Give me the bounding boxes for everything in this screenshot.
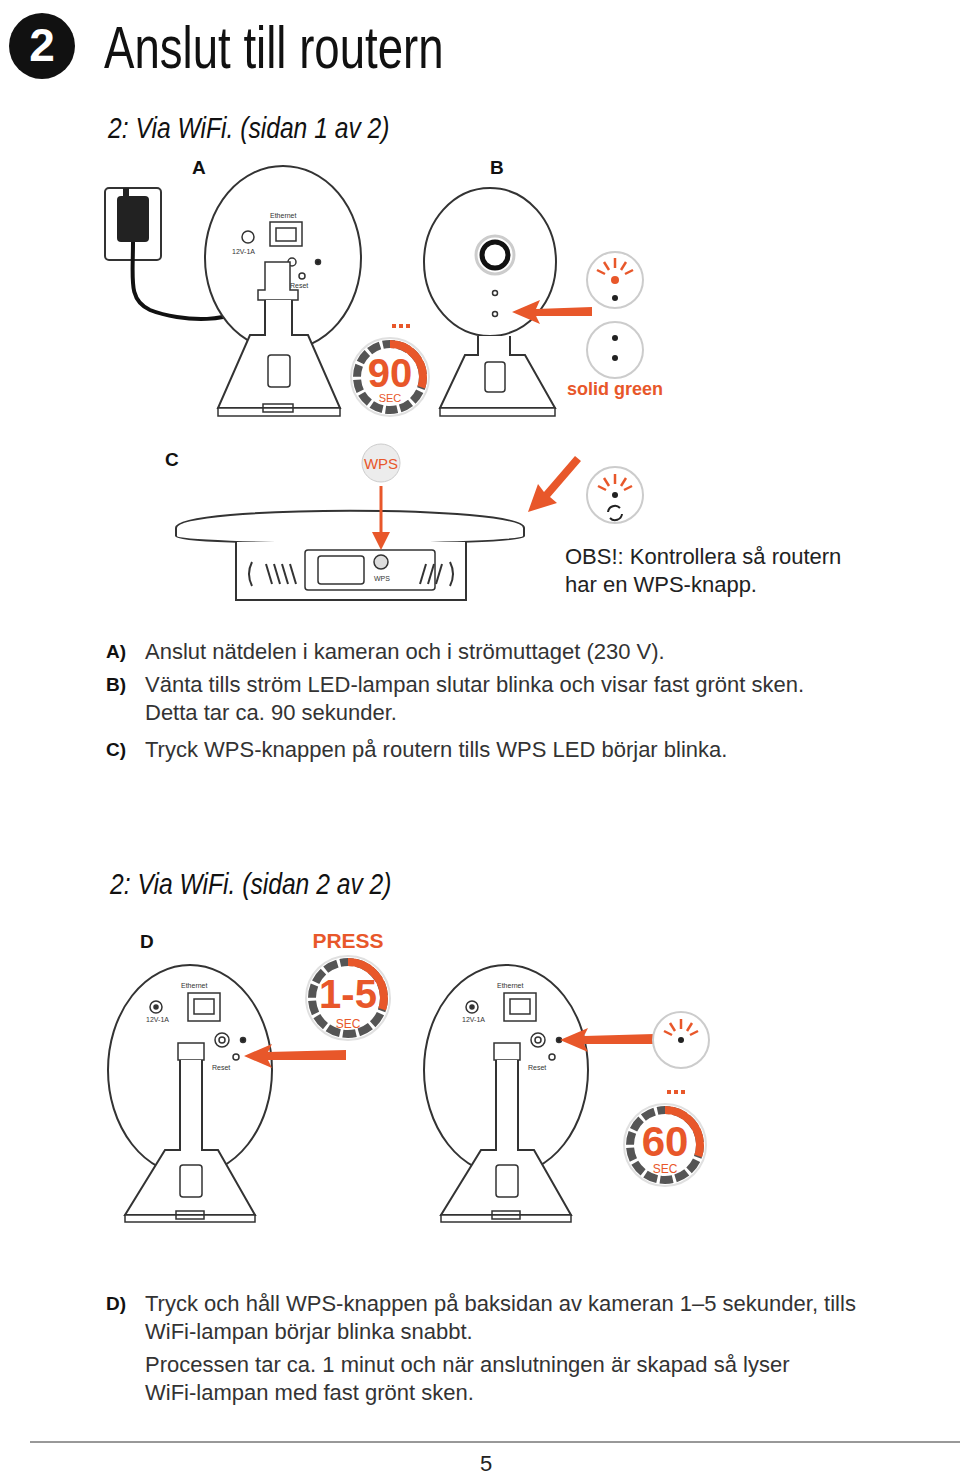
port-label: Ethernet <box>497 982 523 991</box>
section-heading: 2: Via WiFi. (sidan 1 av 2) <box>108 110 390 146</box>
step-text: Tryck WPS-knappen på routern tills WPS L… <box>145 736 865 764</box>
step-text: Tryck och håll WPS-knappen på baksidan a… <box>145 1290 865 1345</box>
camera-back-d <box>424 965 588 1222</box>
port-label: Ethernet <box>270 212 296 221</box>
section-heading: 2: Via WiFi. (sidan 2 av 2) <box>110 866 392 902</box>
panel-letter: C <box>165 448 179 472</box>
button-label: Reset <box>528 1064 546 1073</box>
node-label: WPS <box>361 456 401 471</box>
button-label: Reset <box>212 1064 230 1073</box>
node-sublabel: SEC <box>298 1018 398 1030</box>
port-label: 12V-1A <box>462 1016 485 1025</box>
timer-badge: 60SEC <box>623 1103 707 1187</box>
node-sublabel: SEC <box>623 1163 707 1175</box>
node-label: 2 <box>8 22 76 68</box>
node-label: 90 <box>350 353 430 393</box>
port-label: 12V-1A <box>146 1016 169 1025</box>
node-sublabel: 1-5 <box>298 974 398 1014</box>
page-title: Anslut till routern <box>104 10 444 85</box>
panel-letter: A <box>192 156 206 180</box>
port-label: 12V-1A <box>232 248 255 257</box>
step-letter: A) <box>106 640 126 664</box>
button-label: Reset <box>290 282 308 291</box>
wps-callout: WPS <box>361 443 401 483</box>
port-label: Ethernet <box>181 982 207 991</box>
button-label: WPS <box>374 575 390 584</box>
press-timer: PRESS 1-5SEC <box>298 928 398 1048</box>
status-label: solid green <box>567 378 663 401</box>
panel-letter: B <box>490 156 504 180</box>
step-text: Processen tar ca. 1 minut och när anslut… <box>145 1351 845 1406</box>
node-sublabel: SEC <box>350 393 430 404</box>
node-label: PRESS <box>298 930 398 951</box>
step-letter: D) <box>106 1292 126 1316</box>
step-letter: B) <box>106 673 126 697</box>
note-text: OBS!: Kontrollera så routern har en WPS-… <box>565 543 860 598</box>
step-text: Vänta tills ström LED-lampan slutar blin… <box>145 671 835 726</box>
camera-back-d <box>108 965 272 1222</box>
step-letter: C) <box>106 738 126 762</box>
step-text: Anslut nätdelen i kameran och i strömutt… <box>145 638 865 666</box>
camera-back-a <box>105 166 361 416</box>
page-number: 5 <box>480 1450 492 1477</box>
timer-badge: 90SEC <box>350 337 430 417</box>
panel-letter: D <box>140 930 154 954</box>
step-badge: 2 <box>8 12 76 80</box>
node-label: 60 <box>623 1121 707 1163</box>
